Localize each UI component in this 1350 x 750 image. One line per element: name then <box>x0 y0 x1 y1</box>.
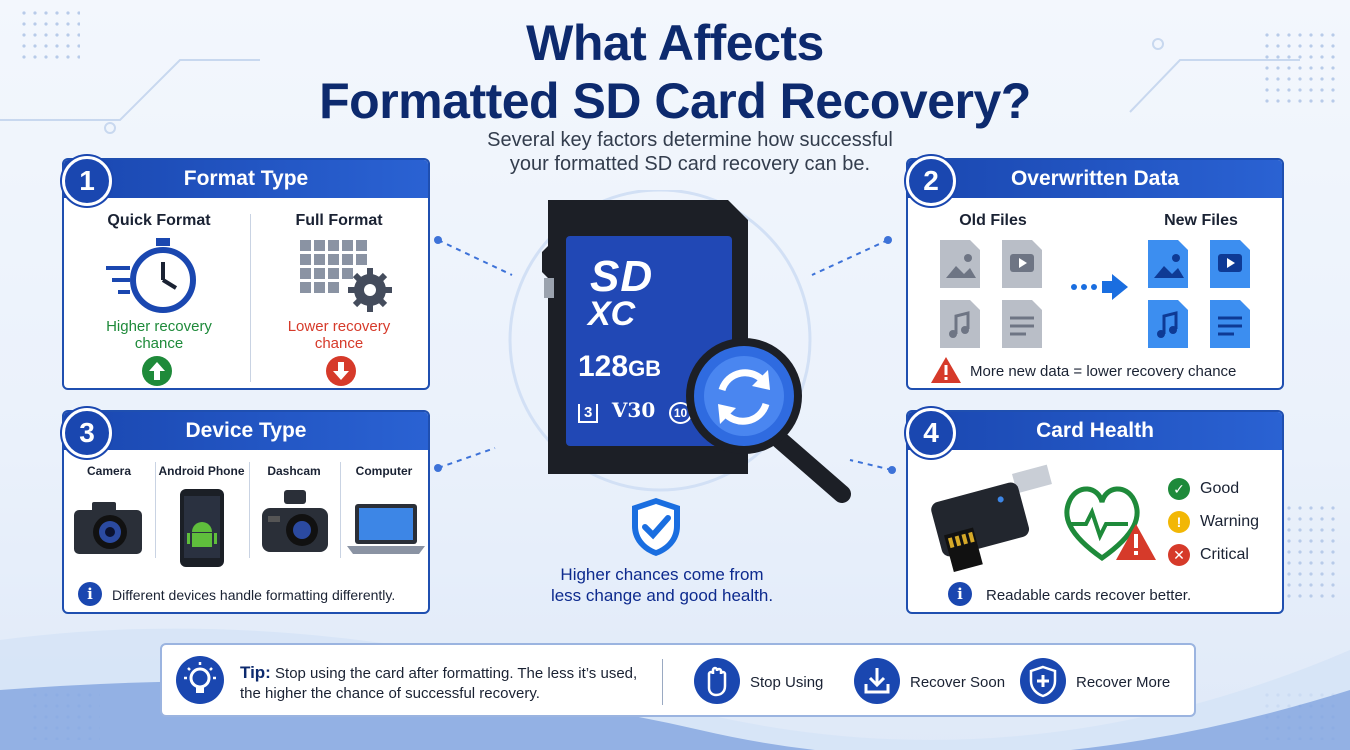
device-divider-1 <box>155 462 156 558</box>
sd-capacity: 128GB <box>578 350 661 384</box>
device-label-computer: Computer <box>355 464 413 478</box>
tip-text-line-1: Stop using the card after formatting. Th… <box>275 665 638 682</box>
speed-c-mark: 10 <box>668 402 693 424</box>
card-reader-icon <box>931 464 1052 572</box>
sd-logo-top: SD <box>590 252 654 301</box>
arrow-up-icon <box>142 356 172 386</box>
status-good-label: Good <box>1200 480 1240 498</box>
tip-label: Tip: <box>240 663 271 682</box>
device-info-icon: i <box>78 582 102 606</box>
tip-box: Tip: Stop using the card after formattin… <box>160 643 1196 717</box>
heart-pulse-icon <box>1064 486 1156 562</box>
overwritten-number-badge: 2 <box>906 156 956 206</box>
stopwatch-icon <box>106 238 196 313</box>
format-number-badge: 1 <box>62 156 112 206</box>
device-divider-2 <box>249 462 250 558</box>
device-type-title: Device Type <box>64 412 428 450</box>
device-number-badge: 3 <box>62 408 112 458</box>
arrow-down-icon <box>326 356 356 386</box>
format-type-title: Format Type <box>64 160 428 198</box>
exclamation-icon: ! <box>1168 511 1190 533</box>
old-files-label: Old Files <box>959 212 1027 229</box>
device-divider-3 <box>340 462 341 558</box>
device-label-camera: Camera <box>86 464 132 478</box>
card-health-panel: Card Health ✓ Good ! Warning ✕ Critical i R… <box>906 410 1284 614</box>
center-note-line-1: Higher chances come from <box>560 565 764 584</box>
quick-format-label: Quick Format <box>107 212 211 229</box>
subtitle-line-2: your formatted SD card recovery can be. <box>509 153 871 175</box>
capacity-unit: GB <box>628 356 662 381</box>
device-note: Different devices handle formatting diff… <box>112 587 396 603</box>
android-phone-icon <box>180 489 224 567</box>
full-note-line-2: chance <box>314 335 364 352</box>
status-warning-label: Warning <box>1200 513 1259 531</box>
speed-u-mark: 3 <box>578 404 599 423</box>
overwritten-data-panel: Overwritten Data Old Files New Files Mor… <box>906 158 1284 390</box>
quick-note-line-2: chance <box>134 335 184 352</box>
new-files-icon <box>1148 240 1250 348</box>
new-files-label: New Files <box>1164 212 1238 229</box>
shield-check-icon <box>632 498 680 556</box>
x-icon: ✕ <box>1168 544 1190 566</box>
tip-text-line-2: the higher the chance of successful reco… <box>240 685 540 702</box>
center-note: Higher chances come from less change and… <box>490 564 834 606</box>
camera-icon <box>74 502 142 554</box>
old-files-icon <box>940 240 1042 348</box>
full-format-note: Lower recovery chance <box>254 318 424 352</box>
format-divider <box>250 214 251 382</box>
laptop-icon <box>347 504 425 554</box>
hand-stop-icon <box>694 658 740 704</box>
lightbulb-icon <box>176 656 224 704</box>
format-type-panel: Format Type Quick Format Full Format Hig… <box>62 158 430 390</box>
sd-speed-marks: 3 V30 10 <box>578 398 693 424</box>
speed-v-mark: V30 <box>611 398 656 422</box>
tip-text: Tip: Stop using the card after formattin… <box>240 663 640 704</box>
full-format-label: Full Format <box>295 212 383 229</box>
status-critical: ✕ Critical <box>1168 544 1249 566</box>
magnifier-refresh-icon <box>686 338 851 503</box>
title-line-2: Formatted SD Card Recovery? <box>319 73 1031 129</box>
device-type-panel: Device Type Camera Android Phone Dashcam… <box>62 410 430 614</box>
health-info-icon: i <box>948 582 972 606</box>
capacity-number: 128 <box>578 350 629 383</box>
device-label-android-phone: Android Phone <box>158 464 245 478</box>
quick-note-line-1: Higher recovery <box>106 318 212 335</box>
card-health-title: Card Health <box>908 412 1282 450</box>
page-title: What Affects Formatted SD Card Recovery? <box>0 14 1350 130</box>
action-stop-using: Stop Using <box>750 674 824 691</box>
title-line-1: What Affects <box>526 15 824 71</box>
sd-logo-bottom: XC <box>588 295 636 333</box>
warning-triangle-icon <box>931 357 961 383</box>
quick-format-note: Higher recovery chance <box>74 318 244 352</box>
shield-plus-icon <box>1020 658 1066 704</box>
check-icon: ✓ <box>1168 478 1190 500</box>
download-tray-icon <box>854 658 900 704</box>
overwritten-note: More new data = lower recovery chance <box>970 363 1237 380</box>
full-note-line-1: Lower recovery <box>287 318 391 335</box>
status-critical-label: Critical <box>1200 546 1249 564</box>
dashcam-icon <box>262 490 328 552</box>
tip-divider <box>662 659 663 705</box>
page-subtitle: Several key factors determine how succes… <box>0 128 1350 176</box>
health-number-badge: 4 <box>906 408 956 458</box>
center-note-line-2: less change and good health. <box>550 586 774 605</box>
action-recover-more: Recover More <box>1076 674 1171 691</box>
right-arrow-icon <box>1071 274 1128 300</box>
grid-gear-icon <box>300 240 392 312</box>
action-recover-soon: Recover Soon <box>910 674 1006 691</box>
overwritten-data-title: Overwritten Data <box>908 160 1282 198</box>
health-note: Readable cards recover better. <box>986 587 1192 604</box>
device-label-dashcam: Dashcam <box>267 464 321 478</box>
status-good: ✓ Good <box>1168 478 1239 500</box>
subtitle-line-1: Several key factors determine how succes… <box>487 129 893 151</box>
status-warning: ! Warning <box>1168 511 1259 533</box>
